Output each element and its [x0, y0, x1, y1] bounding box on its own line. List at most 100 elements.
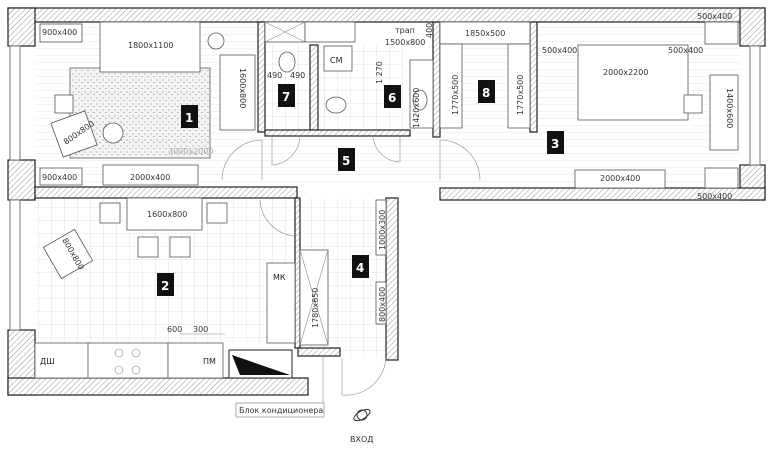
plan-shape: [352, 255, 369, 278]
plan-shape: [114, 365, 124, 375]
ac-unit-label: Блок кондиционера: [239, 406, 323, 415]
dimension-label: 1 270: [375, 61, 384, 84]
plan-shape: [9, 199, 21, 331]
dimension-label: 2000x2200: [603, 68, 648, 77]
windows: [9, 45, 761, 331]
door-room-6[interactable]: [372, 135, 401, 163]
plan-shape: [375, 281, 387, 325]
dimension-label: 490: [290, 71, 305, 80]
plan-shape: [547, 131, 564, 154]
plan-shape: [749, 45, 761, 166]
room-4-furniture: 1780x650 1000x300 800x400: [299, 199, 387, 346]
plan-shape: [7, 159, 36, 201]
plan-shape: [181, 105, 198, 128]
plan-shape: [264, 129, 411, 137]
dimension-label: 1780x650: [311, 288, 320, 328]
plan-shape: [7, 7, 36, 47]
plan-shape: [294, 197, 301, 349]
plan-shape: [102, 122, 124, 144]
dimension-label: 4: [356, 261, 364, 275]
plan-shape: [739, 7, 766, 47]
dimension-label: 3000x2000: [168, 147, 213, 156]
plan-shape: [169, 236, 191, 258]
plan-shape: [207, 32, 225, 50]
door-room-3[interactable]: [439, 139, 481, 181]
plan-shape: [87, 342, 169, 379]
armchair: [50, 110, 98, 158]
plan-shape: [704, 167, 739, 189]
dimension-label: 3: [551, 137, 559, 151]
dimension-label: 7: [282, 90, 290, 104]
plan-shape: [266, 262, 296, 344]
dimension-label: 400: [425, 23, 434, 38]
plan-shape: [574, 169, 666, 189]
plan-shape: [206, 202, 228, 224]
plan-shape: [278, 84, 295, 107]
plan-shape: [7, 377, 309, 396]
dimension-label: 6: [388, 91, 396, 105]
plan-shape: [432, 21, 441, 138]
plan-shape: [478, 80, 495, 103]
sink-icon: [412, 89, 428, 111]
plan-shape: [683, 94, 703, 114]
plan-shape: [114, 348, 124, 358]
door-room-7[interactable]: [271, 135, 301, 166]
plan-shape: [7, 7, 766, 23]
plan-shape: [39, 23, 83, 43]
entrance-label: ВХОД: [350, 435, 374, 444]
plan-shape: [167, 342, 224, 379]
door-room-2[interactable]: [259, 199, 296, 237]
plan-shape: [384, 85, 401, 108]
room-2-furniture: 1600x800 800x800 ДШ ПМ МК 600 300: [34, 197, 296, 379]
dimension-label: 8: [482, 86, 490, 100]
room-3-furniture: 500x400 2000x2200 500x400 500x400 1400x6…: [542, 12, 739, 201]
plan-shape: [157, 273, 174, 296]
bed: [577, 44, 689, 121]
plan-shape: [439, 21, 531, 45]
plan-shape: [264, 21, 306, 43]
dimension-label: 2000x400: [130, 173, 170, 182]
room-1-furniture: 900x400 1800x1100 1600x800 800x800 3000x…: [39, 21, 256, 186]
entrance-door[interactable]: [341, 357, 387, 396]
plan-shape: [353, 408, 371, 422]
dimension-label: 600: [167, 325, 182, 334]
dining-table: [126, 197, 203, 231]
dimension-label: 500x400: [697, 12, 732, 21]
plan-shape: [375, 199, 387, 256]
dimension-label: 500x400: [697, 192, 732, 201]
dimension-label: СМ: [330, 56, 343, 65]
dimension-label: трап: [395, 26, 415, 35]
plan-shape: [257, 21, 266, 133]
dimension-label: 1800x1100: [128, 41, 173, 50]
dimension-label: 900x400: [42, 28, 77, 37]
plan-shape: [309, 44, 319, 131]
toilet-icon: [278, 51, 296, 73]
bathrooms: 490 490 СМ трап 1500x800 400 1 270 150 1…: [264, 21, 531, 129]
door-room-1[interactable]: [221, 139, 263, 181]
dimension-label: МК: [273, 273, 286, 282]
dimension-label: 1770x500: [451, 75, 460, 115]
plan-shape: [54, 94, 74, 114]
plan-shape: [39, 167, 83, 186]
dimension-label: ДШ: [40, 357, 55, 366]
plan-shape: [385, 197, 399, 361]
toilet-icon: [325, 96, 347, 114]
doors[interactable]: [221, 135, 481, 396]
plan-shape: [439, 43, 463, 129]
bathtub-corridor: [304, 21, 356, 43]
dimension-label: 1420x600: [412, 88, 421, 128]
armchair: [42, 228, 94, 280]
walls: [7, 7, 766, 396]
dimension-label: 500x400: [668, 46, 703, 55]
plan-shape: [137, 236, 159, 258]
dimension-label: 1850x500: [465, 29, 505, 38]
plan-shape: [529, 21, 538, 133]
dimension-label: 900x400: [42, 173, 77, 182]
dimension-label: 1400x600: [725, 88, 734, 128]
bed: [219, 54, 256, 131]
annotations: Блок кондиционера ВХОД: [235, 355, 374, 444]
plan-shape: [131, 365, 141, 375]
plan-shape: [299, 249, 329, 346]
plan-shape: [235, 402, 325, 418]
